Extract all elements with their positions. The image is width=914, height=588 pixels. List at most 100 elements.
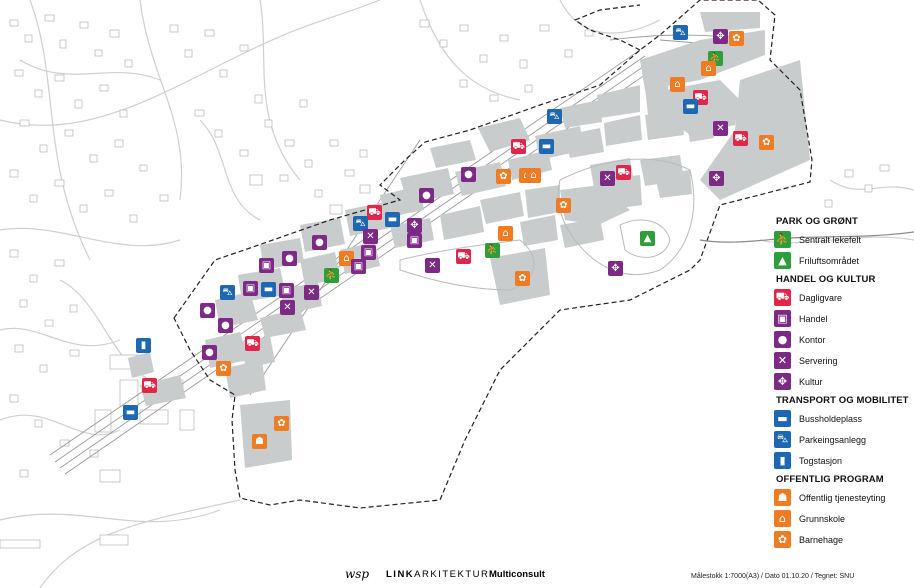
legend-section-title: OFFENTLIG PROGRAM <box>776 474 884 485</box>
kindergarten-icon: ✿ <box>556 198 571 213</box>
cutlery-icon: ✕ <box>304 285 319 300</box>
kindergarten-icon: ✿ <box>216 361 231 376</box>
bus-icon: ▬ <box>123 405 138 420</box>
train-icon: ▮ <box>136 338 151 353</box>
bus-icon: ▬ <box>774 410 791 427</box>
shopping-bag-icon: ▣ <box>279 283 294 298</box>
legend-item-dagligvare: ⛟ Dagligvare <box>774 287 914 308</box>
cutlery-icon: ✕ <box>363 229 378 244</box>
legend-label: Parkeingsanlegg <box>799 434 867 445</box>
train-icon: ▮ <box>774 452 791 469</box>
wsp-logo: wsp <box>345 567 370 581</box>
office-person-icon: ● <box>461 167 476 182</box>
multiconsult-logo: Multiconsult <box>489 569 545 580</box>
shopping-cart-icon: ⛟ <box>733 131 748 146</box>
link-logo-bold: LINK <box>386 569 415 580</box>
shopping-bag-icon: ▣ <box>774 310 791 327</box>
scale-info: Målestokk 1:7000(A3) / Dato 01.10.20 / T… <box>691 573 855 580</box>
school-icon: ⌂ <box>498 226 513 241</box>
office-person-icon: ● <box>419 188 434 203</box>
family-icon: ☗ <box>252 434 267 449</box>
shopping-cart-icon: ⛟ <box>142 378 157 393</box>
car-icon: ⛍ <box>547 109 562 124</box>
legend-item-barnehage: ✿ Barnehage <box>774 529 914 550</box>
bus-icon: ▬ <box>385 212 400 227</box>
legend-label: Friluftsområdet <box>799 255 860 266</box>
project-boundary <box>173 0 813 509</box>
playground-icon: ⛹ <box>485 243 500 258</box>
kindergarten-icon: ✿ <box>774 531 791 548</box>
legend-item-lekefelt: ⛹ Sentralt lekefelt <box>774 229 914 250</box>
legend-label: Sentralt lekefelt <box>799 234 862 245</box>
shopping-cart-icon: ⛟ <box>774 289 791 306</box>
office-person-icon: ● <box>312 235 327 250</box>
culture-icon: ✥ <box>774 373 791 390</box>
legend-item-grunnskole: ⌂ Grunnskole <box>774 508 914 529</box>
legend-section-title: HANDEL OG KULTUR <box>776 274 876 285</box>
trees-icon: ▲ <box>774 252 791 269</box>
legend-label: Handel <box>799 313 828 324</box>
car-icon: ⛍ <box>220 285 235 300</box>
legend-item-parkering: ⛍ Parkeingsanlegg <box>774 429 914 450</box>
car-icon: ⛍ <box>673 25 688 40</box>
legend-label: Offentlig tjenesteyting <box>799 492 886 503</box>
shopping-bag-icon: ▣ <box>243 281 258 296</box>
boundary-upper-loop <box>573 4 641 51</box>
legend-label: Servering <box>799 355 838 366</box>
cutlery-icon: ✕ <box>280 300 295 315</box>
shopping-bag-icon: ▣ <box>361 245 376 260</box>
school-icon: ⌂ <box>670 77 685 92</box>
office-person-icon: ● <box>202 345 217 360</box>
school-icon: ⌂ <box>526 168 541 183</box>
legend-item-kultur: ✥ Kultur <box>774 371 914 392</box>
trees-icon: ▲ <box>640 231 655 246</box>
legend-label: Barnehage <box>799 534 844 545</box>
kindergarten-icon: ✿ <box>759 135 774 150</box>
kindergarten-icon: ✿ <box>515 271 530 286</box>
bus-icon: ▬ <box>539 139 554 154</box>
park-area <box>399 158 695 291</box>
legend-item-buss: ▬ Bussholdeplass <box>774 408 914 429</box>
legend-item-tjenesteyting: ☗ Offentlig tjenesteyting <box>774 487 914 508</box>
legend-label: Kontor <box>799 334 826 345</box>
car-icon: ⛍ <box>774 431 791 448</box>
legend-item-friluft: ▲ Friluftsområdet <box>774 250 914 271</box>
link-arkitektur-logo: LINKARKITEKTUR <box>386 569 489 580</box>
legend-item-tog: ▮ Togstasjon <box>774 450 914 471</box>
kindergarten-icon: ✿ <box>729 31 744 46</box>
culture-icon: ✥ <box>709 171 724 186</box>
culture-icon: ✥ <box>407 218 422 233</box>
cutlery-icon: ✕ <box>600 171 615 186</box>
car-icon: ⛍ <box>353 216 368 231</box>
cutlery-icon: ✕ <box>425 258 440 273</box>
legend-item-kontor: ● Kontor <box>774 329 914 350</box>
school-icon: ⌂ <box>339 251 354 266</box>
shopping-cart-icon: ⛟ <box>511 139 526 154</box>
school-icon: ⌂ <box>701 61 716 76</box>
office-person-icon: ● <box>282 251 297 266</box>
family-icon: ☗ <box>774 489 791 506</box>
office-person-icon: ● <box>774 331 791 348</box>
legend-label: Dagligvare <box>799 292 843 303</box>
shopping-cart-icon: ⛟ <box>367 205 382 220</box>
link-logo-suffix: ARKITEKTUR <box>414 569 490 580</box>
culture-icon: ✥ <box>608 261 623 276</box>
school-icon: ⌂ <box>774 510 791 527</box>
bus-icon: ▬ <box>683 99 698 114</box>
kindergarten-icon: ✿ <box>274 416 289 431</box>
office-person-icon: ● <box>200 303 215 318</box>
legend-item-servering: ✕ Servering <box>774 350 914 371</box>
office-person-icon: ● <box>218 318 233 333</box>
legend-item-handel: ▣ Handel <box>774 308 914 329</box>
playground-icon: ⛹ <box>324 268 339 283</box>
shopping-cart-icon: ⛟ <box>456 249 471 264</box>
playground-icon: ⛹ <box>774 231 791 248</box>
kindergarten-icon: ✿ <box>496 169 511 184</box>
culture-icon: ✥ <box>713 29 728 44</box>
legend-section-title: PARK OG GRØNT <box>776 216 858 227</box>
shopping-bag-icon: ▣ <box>407 233 422 248</box>
shopping-bag-icon: ▣ <box>259 258 274 273</box>
shopping-bag-icon: ▣ <box>351 259 366 274</box>
shopping-cart-icon: ⛟ <box>245 336 260 351</box>
